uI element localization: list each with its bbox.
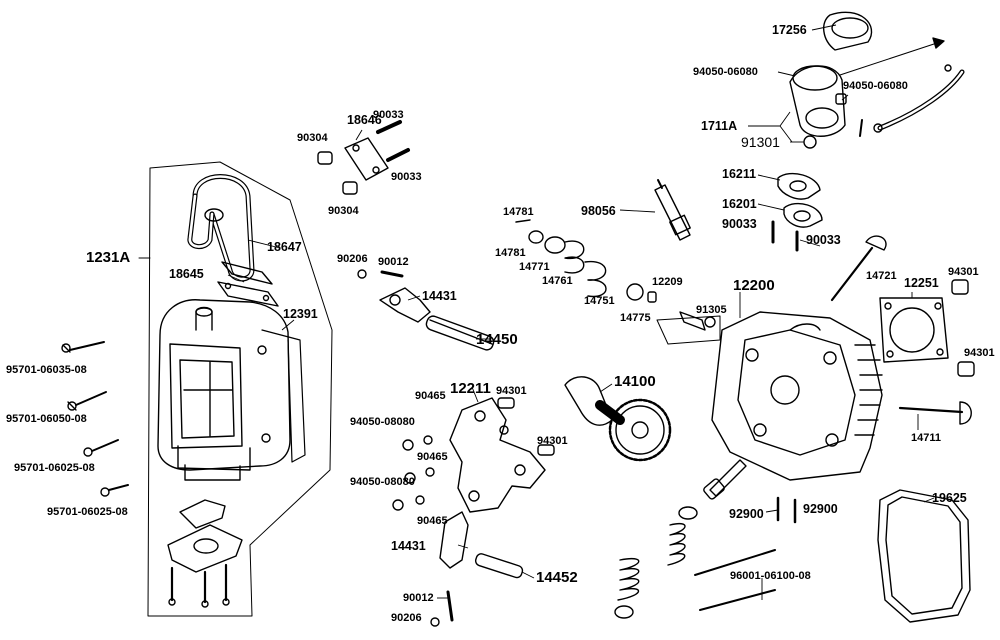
label-part-94301-holder-right: 94301: [537, 435, 568, 447]
rocker-holder-shape: [392, 397, 555, 513]
label-part-12251: 12251: [904, 276, 939, 290]
label-part-16211: 16211: [722, 167, 757, 181]
label-part-14711: 14711: [911, 432, 941, 444]
manifold-plate-shape: [317, 120, 410, 195]
label-part-14452: 14452: [536, 569, 578, 586]
label-part-14100: 14100: [614, 373, 656, 390]
cover-bolts-shape: [61, 341, 129, 497]
label-part-90033-head-left: 90033: [722, 217, 757, 231]
label-part-90033-bottom: 90033: [391, 171, 422, 183]
label-part-96001-06100-08: 96001-06100-08: [730, 570, 811, 582]
label-part-90206-bottom: 90206: [391, 612, 422, 624]
valve-seal-shape: [656, 311, 721, 345]
side-gasket-shape: [877, 489, 971, 623]
label-part-94050-06080-right: 94050-06080: [843, 80, 908, 92]
breather-pipe-shape: [187, 174, 255, 282]
label-part-12200: 12200: [733, 277, 775, 294]
label-part-16201: 16201: [722, 197, 757, 211]
label-part-14775: 14775: [620, 312, 651, 324]
label-part-18647: 18647: [267, 240, 302, 254]
label-part-94050-08080-top: 94050-08080: [350, 416, 415, 428]
spark-plug-shape: [654, 179, 691, 241]
label-part-92900-right: 92900: [803, 502, 838, 516]
upper-valve-train-shape: [515, 219, 657, 303]
label-part-14721: 14721: [866, 270, 897, 282]
label-part-90465-top: 90465: [415, 390, 446, 402]
label-part-18646: 18646: [347, 113, 382, 127]
lower-breather-parts-shape: [167, 499, 243, 608]
label-part-94050-06080-left: 94050-06080: [693, 66, 758, 78]
label-part-98056: 98056: [581, 204, 616, 218]
label-part-94301-head-bottom: 94301: [964, 347, 995, 359]
label-part-18645: 18645: [169, 267, 204, 281]
label-part-92900-left: 92900: [729, 507, 764, 521]
label-part-1231A: 1231A: [86, 249, 131, 266]
intake-gaskets-shape: [771, 172, 823, 252]
rocker-arm-assembly-shape: [357, 269, 524, 627]
label-part-1711A: 1711A: [701, 119, 738, 133]
label-part-90304-bottom: 90304: [328, 205, 359, 217]
label-part-14761: 14761: [542, 275, 573, 287]
cylinder-head-shape: [711, 311, 883, 481]
valves-shape: [830, 235, 972, 425]
breather-gaskets-shape: [217, 261, 279, 307]
intake-manifold-shape: [789, 11, 965, 149]
lower-valve-train-shape: [614, 459, 797, 619]
label-part-12391: 12391: [283, 307, 318, 321]
label-part-95701-06025-08-upper: 95701-06025-08: [14, 462, 95, 474]
head-cover-shape: [157, 299, 306, 481]
label-part-90206-top: 90206: [337, 253, 368, 265]
label-part-95701-06025-08-lower: 95701-06025-08: [47, 506, 128, 518]
camshaft-shape: [564, 376, 672, 462]
label-part-90012-bottom: 90012: [403, 592, 434, 604]
label-part-14751: 14751: [584, 295, 615, 307]
label-part-14431-top: 14431: [422, 289, 457, 303]
label-part-91301: 91301: [741, 134, 780, 150]
label-part-12211: 12211: [450, 380, 491, 397]
label-part-94301-head-top: 94301: [948, 266, 979, 278]
label-part-90033-head-right: 90033: [806, 233, 841, 247]
label-part-91305: 91305: [696, 304, 727, 316]
label-part-94050-08080-bottom: 94050-08080: [350, 476, 415, 488]
label-part-90465-bottom: 90465: [417, 515, 448, 527]
label-part-14781-bottom: 14781: [495, 247, 526, 259]
label-part-95701-06035-08: 95701-06035-08: [6, 364, 87, 376]
label-part-14431-bottom: 14431: [391, 539, 426, 553]
label-part-90465-middle: 90465: [417, 451, 448, 463]
label-part-90304-top: 90304: [297, 132, 328, 144]
label-part-12209: 12209: [652, 276, 683, 288]
label-part-14450: 14450: [476, 331, 518, 348]
label-part-14781-top: 14781: [503, 206, 534, 218]
label-part-14771: 14771: [519, 261, 550, 273]
cover-group-outline: [147, 161, 333, 617]
label-part-95701-06050-08: 95701-06050-08: [6, 413, 87, 425]
label-part-90012-top: 90012: [378, 256, 409, 268]
label-part-90033-top: 90033: [373, 109, 404, 121]
label-part-94301-holder-top: 94301: [496, 385, 527, 397]
label-part-19625: 19625: [932, 491, 967, 505]
label-part-17256: 17256: [772, 23, 807, 37]
cylinder-gasket-shape: [879, 279, 975, 377]
